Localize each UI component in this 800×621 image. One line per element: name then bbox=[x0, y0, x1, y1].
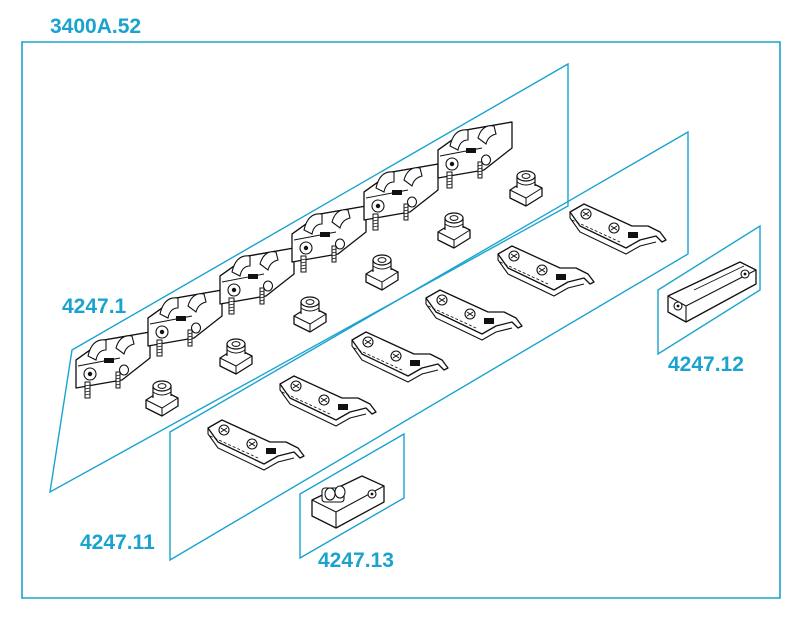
group-label-4247-13: 4247.13 bbox=[318, 549, 394, 572]
kit-code-label: 3400A.52 bbox=[50, 15, 142, 38]
panel-4247-11 bbox=[169, 130, 689, 562]
group-label-4247-11: 4247.11 bbox=[80, 531, 155, 554]
bushing-part bbox=[219, 338, 253, 375]
clamp-plate-parts bbox=[207, 203, 667, 471]
clamp-plate-part bbox=[207, 419, 305, 471]
bushing-part bbox=[437, 212, 471, 249]
panel-4247-1 bbox=[49, 62, 569, 494]
group-label-4247-12: 4247.12 bbox=[668, 353, 744, 376]
bushing-part bbox=[509, 170, 543, 207]
panel-4247-12 bbox=[657, 224, 761, 356]
group-label-4247-1: 4247.1 bbox=[62, 295, 127, 318]
bracket-part bbox=[363, 163, 439, 231]
clamp-plate-part bbox=[351, 331, 449, 383]
panel-4247-13 bbox=[299, 432, 405, 560]
bushing-part bbox=[365, 254, 399, 291]
clamp-plate-part bbox=[497, 245, 595, 297]
bracket-part bbox=[291, 205, 367, 273]
clamp-plate-part bbox=[425, 289, 523, 341]
bar-bracket-part bbox=[667, 261, 757, 323]
clamp-plate-part bbox=[569, 203, 667, 255]
bushing-part bbox=[145, 380, 179, 417]
roller-carriage-part bbox=[311, 475, 385, 529]
kit-frame bbox=[21, 41, 781, 599]
clamp-plate-part bbox=[279, 375, 377, 427]
bushing-part bbox=[293, 296, 327, 333]
